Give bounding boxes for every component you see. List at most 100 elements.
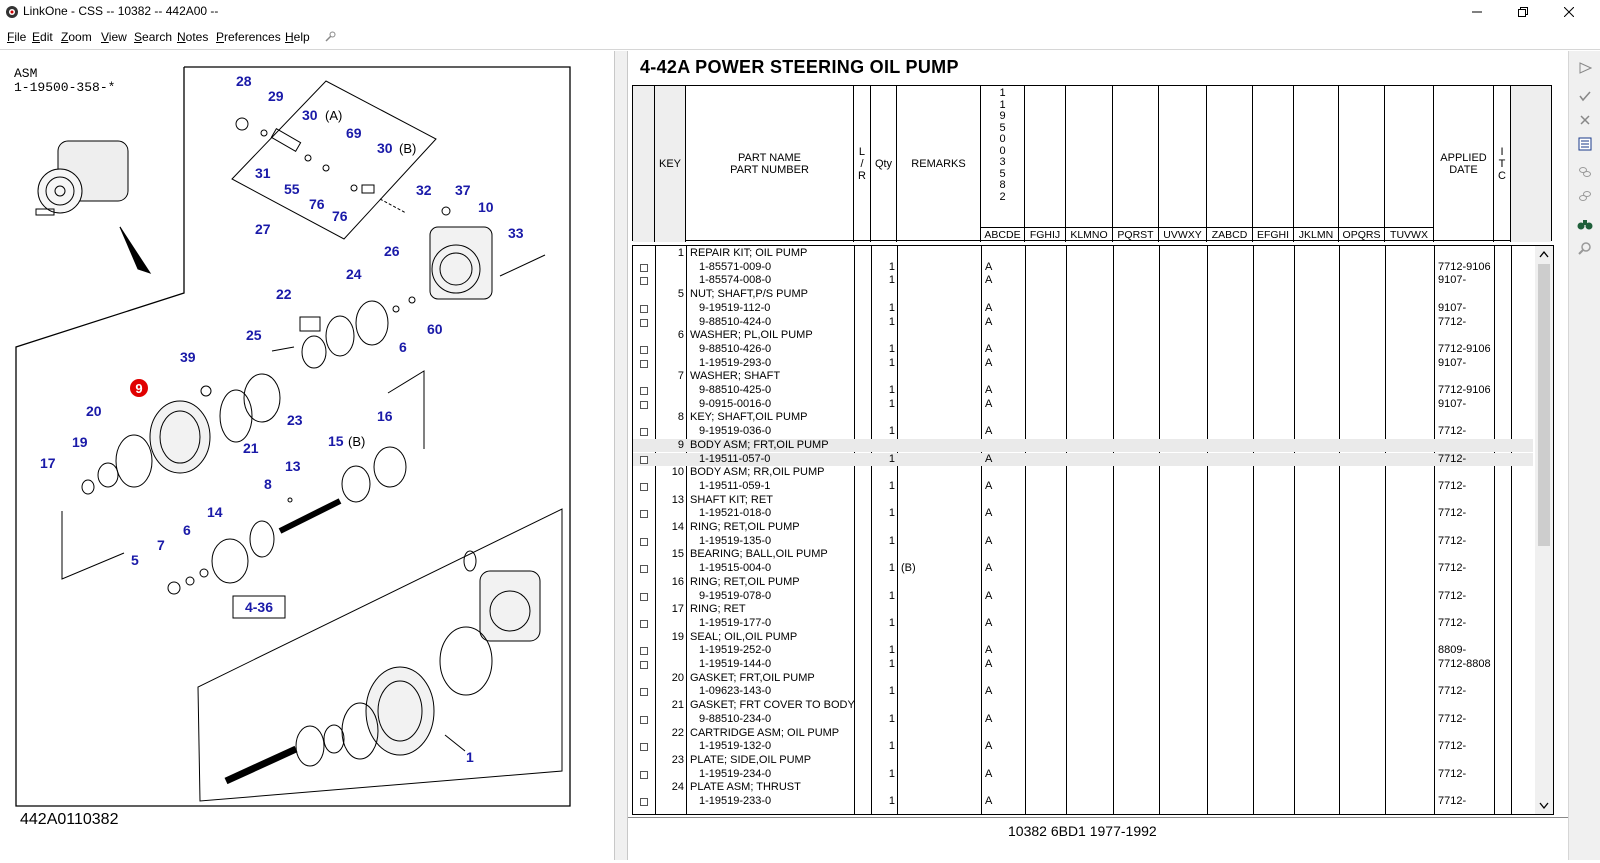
row-checkbox[interactable] (640, 455, 648, 464)
callout-69[interactable]: 69 (346, 125, 362, 141)
row-checkbox[interactable] (640, 387, 648, 395)
menu-zoom[interactable]: Zoom (61, 30, 92, 44)
check-button[interactable] (1576, 87, 1594, 105)
menu-edit[interactable]: Edit (32, 30, 53, 44)
callout-4-36[interactable]: 4-36 (245, 599, 273, 615)
callout-9[interactable]: 9 (135, 381, 142, 396)
menu-search[interactable]: Search (134, 30, 173, 44)
minimize-button[interactable] (1454, 0, 1500, 24)
close-button[interactable] (1546, 0, 1592, 24)
callout-17[interactable]: 17 (40, 455, 56, 471)
row-checkbox[interactable] (640, 592, 648, 601)
exploded-diagram[interactable]: ASM 1-19500-358-* (0, 51, 614, 860)
menu-view[interactable]: View (101, 30, 127, 44)
menu-file[interactable]: File (7, 30, 27, 44)
zoom-search-button[interactable] (1576, 239, 1594, 257)
row-checkbox[interactable] (640, 688, 648, 697)
callout-25[interactable]: 25 (246, 327, 262, 343)
scroll-up-icon[interactable] (1539, 250, 1549, 258)
diagram-pane[interactable]: ASM 1-19500-358-* (0, 51, 614, 860)
callout-20[interactable]: 20 (86, 403, 102, 419)
row-checkbox[interactable] (640, 715, 648, 724)
callout-37[interactable]: 37 (455, 182, 471, 198)
callout-16[interactable]: 16 (377, 408, 393, 424)
row-checkbox[interactable] (640, 400, 648, 409)
unlink-button[interactable] (1576, 187, 1594, 205)
callout-60[interactable]: 60 (427, 321, 443, 337)
callout-8[interactable]: 8 (264, 476, 272, 492)
callout-13[interactable]: 13 (285, 458, 301, 474)
callout-1[interactable]: 1 (466, 749, 474, 765)
pin-icon[interactable] (323, 30, 337, 44)
callout-14[interactable]: 14 (207, 504, 223, 520)
callout-7[interactable]: 7 (157, 537, 165, 553)
row-checkbox[interactable] (640, 798, 648, 806)
scrollbar-thumb[interactable] (1538, 264, 1550, 546)
callout-28[interactable]: 28 (236, 73, 252, 89)
callout-76-left[interactable]: 76 (309, 196, 325, 212)
callout-55[interactable]: 55 (284, 181, 300, 197)
row-checkbox[interactable] (640, 743, 648, 752)
menu-help[interactable]: Help (285, 30, 310, 44)
row-checkbox[interactable] (640, 510, 648, 519)
callout-26[interactable]: 26 (384, 243, 400, 259)
callout-31[interactable]: 31 (255, 165, 271, 181)
callout-29[interactable]: 29 (268, 88, 284, 104)
row-checkbox[interactable] (640, 661, 648, 669)
row-checkbox[interactable] (640, 359, 648, 368)
callout-76-right[interactable]: 76 (332, 208, 348, 224)
callout-24[interactable]: 24 (346, 266, 362, 282)
callout-27[interactable]: 27 (255, 221, 271, 237)
parts-scrollbar[interactable] (1535, 246, 1553, 814)
cross-button[interactable] (1576, 111, 1594, 129)
pane-splitter[interactable] (614, 51, 628, 860)
callout-23[interactable]: 23 (287, 412, 303, 428)
next-page-button[interactable] (1576, 59, 1594, 77)
callout-39[interactable]: 39 (180, 349, 196, 365)
row-checkbox[interactable] (640, 304, 648, 313)
menu-notes[interactable]: Notes (177, 30, 209, 44)
callout-6-lower[interactable]: 6 (183, 522, 191, 538)
row-checkbox[interactable] (640, 565, 648, 574)
row-checkbox[interactable] (640, 619, 648, 628)
callout-32[interactable]: 32 (416, 182, 432, 198)
find-button[interactable] (1576, 215, 1594, 233)
callout-30a[interactable]: 30 (302, 107, 318, 123)
row-checkbox[interactable] (640, 428, 648, 437)
row-checkbox[interactable] (640, 482, 648, 491)
row-checkbox[interactable] (640, 537, 648, 546)
